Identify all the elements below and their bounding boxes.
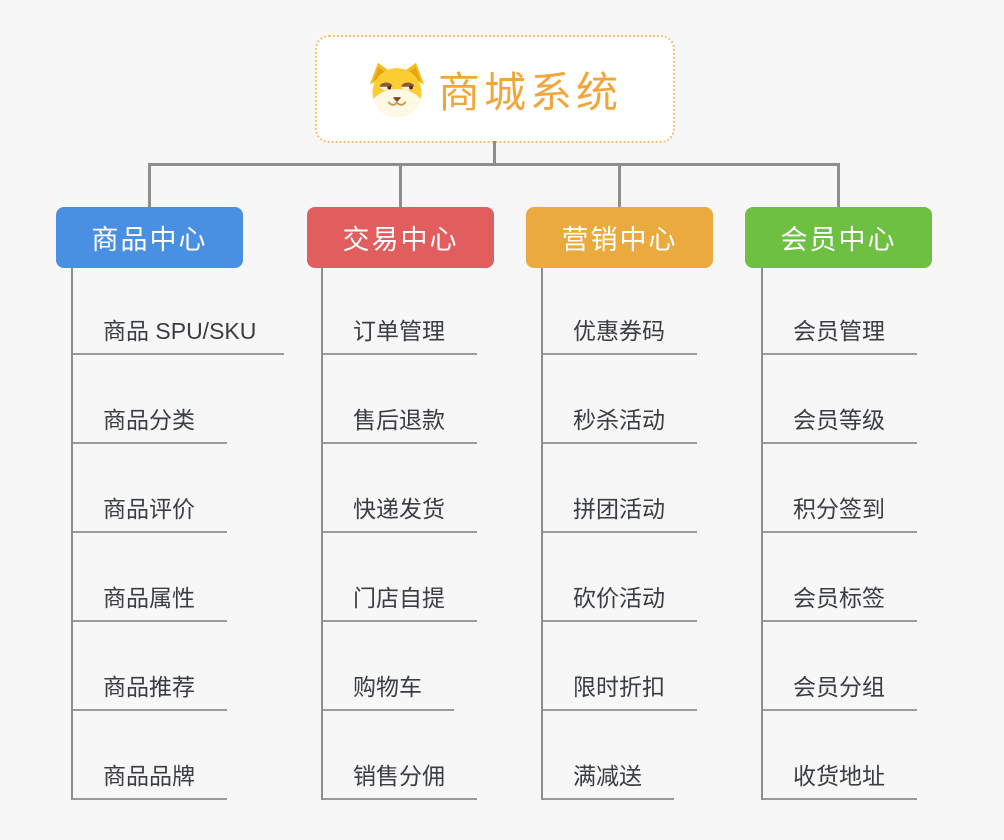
branch-children-marketing-center: 优惠券码 秒杀活动 拼团活动 砍价活动 限时折扣 满减送 [541, 268, 697, 800]
child-node[interactable]: 购物车 [323, 622, 454, 711]
child-node[interactable]: 商品 SPU/SKU [73, 268, 284, 355]
child-node-label: 收货地址 [793, 762, 885, 789]
branch-node-marketing-center[interactable]: 营销中心 [526, 207, 713, 268]
child-node[interactable]: 售后退款 [323, 355, 477, 444]
root-node-label: 商城系统 [437, 68, 622, 116]
child-node[interactable]: 会员管理 [763, 268, 917, 355]
child-node-label: 门店自提 [353, 584, 445, 611]
child-node[interactable]: 销售分佣 [323, 711, 477, 800]
child-node[interactable]: 商品分类 [73, 355, 227, 444]
child-node[interactable]: 拼团活动 [543, 444, 697, 533]
child-node-label: 商品 SPU/SKU [103, 317, 257, 344]
child-node-label: 会员分组 [793, 673, 885, 700]
child-node-label: 商品评价 [103, 495, 195, 522]
child-node-label: 会员标签 [793, 584, 885, 611]
child-node-label: 积分签到 [793, 495, 885, 522]
child-node-label: 拼团活动 [573, 495, 665, 522]
child-node[interactable]: 会员等级 [763, 355, 917, 444]
branch-children-member-center: 会员管理 会员等级 积分签到 会员标签 会员分组 收货地址 [761, 268, 917, 800]
branch-node-trade-center[interactable]: 交易中心 [307, 207, 494, 268]
branch-node-label: 会员中心 [780, 225, 897, 255]
branch-node-label: 营销中心 [561, 225, 678, 255]
branch-node-label: 商品中心 [91, 225, 208, 255]
child-node-label: 满减送 [573, 762, 642, 789]
connector-drop-product-center [148, 163, 151, 208]
connector-bus [148, 163, 840, 166]
child-node[interactable]: 商品推荐 [73, 622, 227, 711]
child-node-label: 砍价活动 [573, 584, 665, 611]
child-node-label: 商品品牌 [103, 762, 195, 789]
child-node-label: 销售分佣 [353, 762, 445, 789]
root-node[interactable]: 商城系统 [315, 35, 675, 143]
child-node[interactable]: 积分签到 [763, 444, 917, 533]
child-node[interactable]: 商品评价 [73, 444, 227, 533]
child-node[interactable]: 会员分组 [763, 622, 917, 711]
child-node[interactable]: 商品属性 [73, 533, 227, 622]
child-node[interactable]: 满减送 [543, 711, 674, 800]
child-node[interactable]: 优惠券码 [543, 268, 697, 355]
child-node-label: 秒杀活动 [573, 406, 665, 433]
child-node[interactable]: 商品品牌 [73, 711, 227, 800]
connector-drop-trade-center [399, 163, 402, 208]
child-node-label: 快递发货 [353, 495, 445, 522]
child-node[interactable]: 门店自提 [323, 533, 477, 622]
child-node[interactable]: 限时折扣 [543, 622, 697, 711]
child-node-label: 优惠券码 [573, 317, 665, 344]
child-node[interactable]: 收货地址 [763, 711, 917, 800]
child-node-label: 商品分类 [103, 406, 195, 433]
child-node-label: 商品属性 [103, 584, 195, 611]
child-node-label: 商品推荐 [103, 673, 195, 700]
branch-children-product-center: 商品 SPU/SKU 商品分类 商品评价 商品属性 商品推荐 商品品牌 [71, 268, 284, 800]
connector-drop-member-center [837, 163, 840, 208]
child-node-label: 购物车 [353, 673, 422, 700]
child-node[interactable]: 秒杀活动 [543, 355, 697, 444]
child-node-label: 订单管理 [353, 317, 445, 344]
dog-face-icon [369, 62, 425, 118]
branch-node-product-center[interactable]: 商品中心 [56, 207, 243, 268]
branch-node-member-center[interactable]: 会员中心 [745, 207, 932, 268]
child-node-label: 限时折扣 [573, 673, 665, 700]
child-node[interactable]: 快递发货 [323, 444, 477, 533]
child-node[interactable]: 砍价活动 [543, 533, 697, 622]
child-node[interactable]: 订单管理 [323, 268, 477, 355]
connector-drop-marketing-center [618, 163, 621, 208]
child-node-label: 会员等级 [793, 406, 885, 433]
branch-children-trade-center: 订单管理 售后退款 快递发货 门店自提 购物车 销售分佣 [321, 268, 477, 800]
child-node[interactable]: 会员标签 [763, 533, 917, 622]
branch-node-label: 交易中心 [342, 225, 459, 255]
child-node-label: 会员管理 [793, 317, 885, 344]
child-node-label: 售后退款 [353, 406, 445, 433]
connector-root-drop [493, 141, 496, 165]
